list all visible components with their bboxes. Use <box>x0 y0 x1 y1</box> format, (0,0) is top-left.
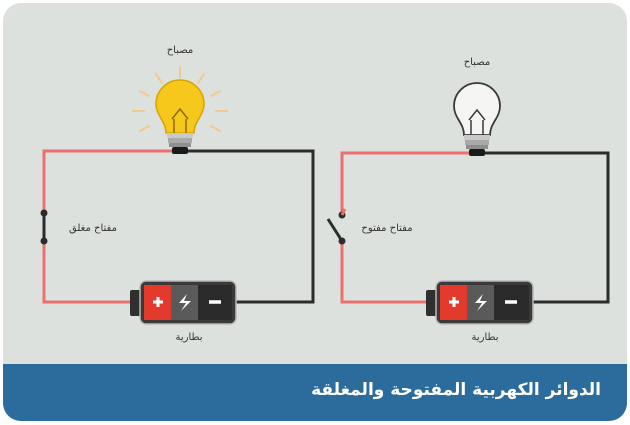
battery-icon <box>130 280 237 325</box>
closed-switch-icon <box>40 209 48 245</box>
open-switch-icon <box>326 208 347 245</box>
unlit-bulb-icon <box>453 82 501 156</box>
open-switch-label: مفتاح مفتوح <box>361 223 412 234</box>
open-circuit: مصباح مفتاح مفتوح بطارية <box>326 57 610 343</box>
closed-battery-label: بطارية <box>175 332 202 343</box>
light-rays-icon <box>132 66 228 132</box>
figure-caption: الدوائر الكهربية المفتوحة والمغلقة <box>311 380 601 400</box>
caption-bar: الدوائر الكهربية المفتوحة والمغلقة <box>3 364 627 421</box>
circuit-diagram: مصباح مفتاح مغلق بطارية <box>40 45 610 343</box>
figure-card: مصباح مفتاح مغلق بطارية <box>3 3 627 421</box>
positive-wire <box>340 151 469 304</box>
closed-lamp-label: مصباح <box>167 45 194 56</box>
negative-wire <box>188 149 315 304</box>
negative-wire <box>485 151 610 304</box>
closed-circuit: مصباح مفتاح مغلق بطارية <box>40 45 315 343</box>
open-lamp-label: مصباح <box>464 57 491 68</box>
lit-bulb-icon <box>155 79 205 154</box>
battery-icon <box>426 280 534 325</box>
open-battery-label: بطارية <box>471 332 498 343</box>
positive-wire <box>42 149 172 304</box>
closed-switch-label: مفتاح مغلق <box>69 223 117 234</box>
